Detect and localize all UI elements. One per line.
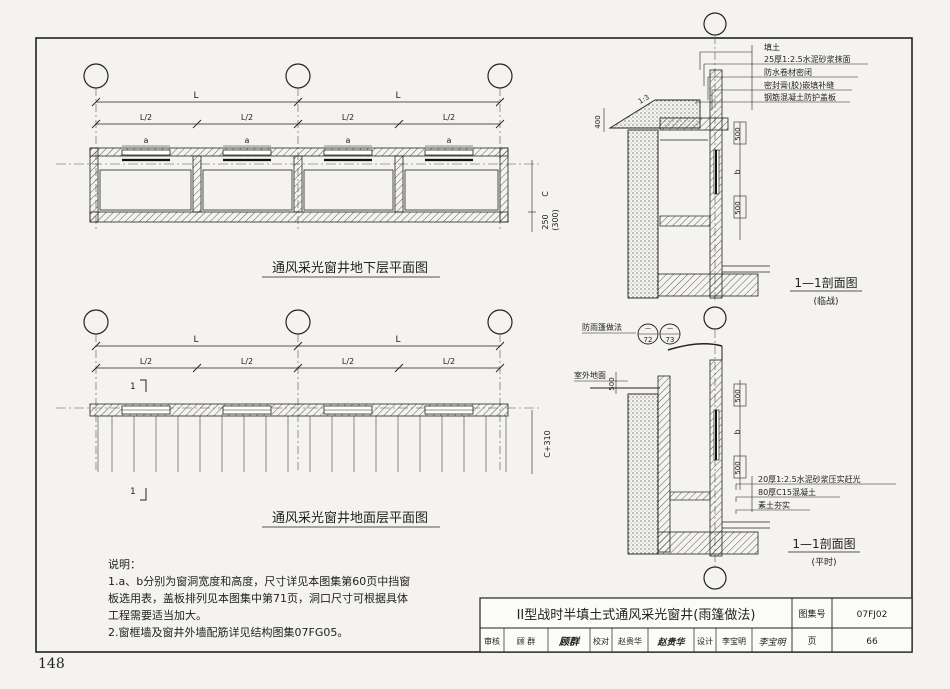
basement-plan-title: 通风采光窗井地下层平面图 [272,260,428,276]
dim-half: L/2 [241,113,253,122]
checker-name: 赵贵华 [618,636,642,646]
section-mark: 1 [130,487,136,497]
callout-sealant: 密封膏(胶)嵌填补缝 [764,80,834,90]
dim-half: L/2 [342,113,354,122]
dim-c310: C+310 [543,430,552,458]
dim-half: L/2 [241,357,253,366]
notes-line: 2.窗框墙及窗井外墙配筋详见结构图集07FG05。 [108,626,349,639]
callout-membrane: 防水卷材密闭 [764,67,812,77]
dim-b: b [733,429,742,434]
canopy-label: 防雨篷做法 [582,322,622,332]
atlas-label: 图集号 [798,608,825,620]
notes: 说明： 1.a、b分别为窗洞宽度和高度，尺寸详见本图集第60页中挡窗 板选用表，… [108,556,488,641]
book-page-number: 148 [38,656,65,672]
dim-400: 400 [594,115,602,128]
axis-bubble [83,309,109,335]
section-mark: 1 [130,382,136,392]
axis-bubble [285,63,311,89]
title-block: II型战时半填土式通风采光窗井(雨篷做法) 图集号 07FJ02 页 66 审核… [479,597,913,653]
designer-signature: 李宝明 [758,637,787,648]
section-wartime-subtitle: (临战) [813,295,838,307]
callout-floor-mortar: 20厚1:2.5水泥砂浆压实赶光 [758,474,861,484]
dim-500b: 500 [734,201,742,214]
section-wartime-title: 1—1剖面图 [794,276,857,290]
dim-300: (300) [551,209,560,231]
ref1-top: 一 [645,326,651,333]
ground-plan: L L L/2 L/2 L/2 L/2 1 1 C+310 通风采光窗井地面 [56,309,552,528]
dim-c: C [541,191,550,197]
dim-half: L/2 [443,113,455,122]
design-label: 设计 [697,636,713,646]
review-label: 审核 [484,636,500,646]
section-peacetime: 防雨篷做法 一 72 一 73 室外地面 500 500 b 500 [574,306,896,590]
axis-bubble [285,309,311,335]
dim-L: L [193,91,198,101]
dim-L: L [395,335,400,345]
sheet-page-number: 66 [866,637,878,647]
axis-bubble [703,306,727,330]
dim-500g: 500 [608,377,616,390]
section-peacetime-title: 1—1剖面图 [792,537,855,551]
reviewer-signature: 顾群 [558,636,581,648]
callout-concrete: 80厚C15混凝土 [758,487,816,497]
dim-b: b [733,169,742,174]
reviewer-name: 顾 群 [517,636,536,646]
designer-name: 李宝明 [722,636,746,646]
page-label: 页 [807,636,816,647]
dim-250: 250 [541,214,550,229]
ref2-top: 一 [667,326,673,333]
sheet-border [35,37,913,653]
dim-half: L/2 [140,113,152,122]
dim-a: a [447,136,452,145]
dim-L: L [193,335,198,345]
dim-L: L [395,91,400,101]
notes-line: 1.a、b分别为窗洞宽度和高度，尺寸详见本图集第60页中挡窗 [108,575,411,588]
notes-line: 工程需要适当加大。 [108,609,207,622]
dim-half: L/2 [140,357,152,366]
drawing-title: II型战时半填土式通风采光窗井(雨篷做法) [517,607,756,623]
callout-rammed-soil: 素土夯实 [758,500,790,510]
callout-fill-soil: 填土 [764,42,780,52]
axis-bubble [703,12,727,36]
notes-heading: 说明： [108,558,141,571]
dim-500a: 500 [734,389,742,402]
dim-half: L/2 [443,357,455,366]
basement-plan: L L L/2 L/2 L/2 L/2 a a a a [56,63,560,278]
callout-cover-plate: 钢筋混凝土防护盖板 [764,92,836,102]
axis-bubble [703,566,727,590]
axis-bubble [487,309,513,335]
ground-label: 室外地面 [574,370,606,380]
dim-half: L/2 [342,357,354,366]
axis-bubble [83,63,109,89]
checker-signature: 赵贵华 [656,637,686,648]
ref2-bottom: 73 [666,336,675,344]
ground-plan-title: 通风采光窗井地面层平面图 [272,510,428,526]
dim-a: a [346,136,351,145]
section-peacetime-subtitle: (平时) [811,556,836,568]
dim-500b: 500 [734,461,742,474]
dim-a: a [245,136,250,145]
atlas-number: 07FJ02 [857,610,888,620]
ref1-bottom: 72 [644,336,653,344]
axis-bubble [487,63,513,89]
callout-mortar: 25厚1:2.5水泥砂浆抹面 [764,54,851,64]
notes-line: 板选用表，盖板排列见本图集中第71页，洞口尺寸可根据具体 [108,592,408,605]
dim-a: a [144,136,149,145]
section-wartime: 填土 25厚1:2.5水泥砂浆抹面 防水卷材密闭 密封膏(胶)嵌填补缝 钢筋混凝… [594,12,868,307]
dim-500a: 500 [734,127,742,140]
check-label: 校对 [593,636,609,646]
